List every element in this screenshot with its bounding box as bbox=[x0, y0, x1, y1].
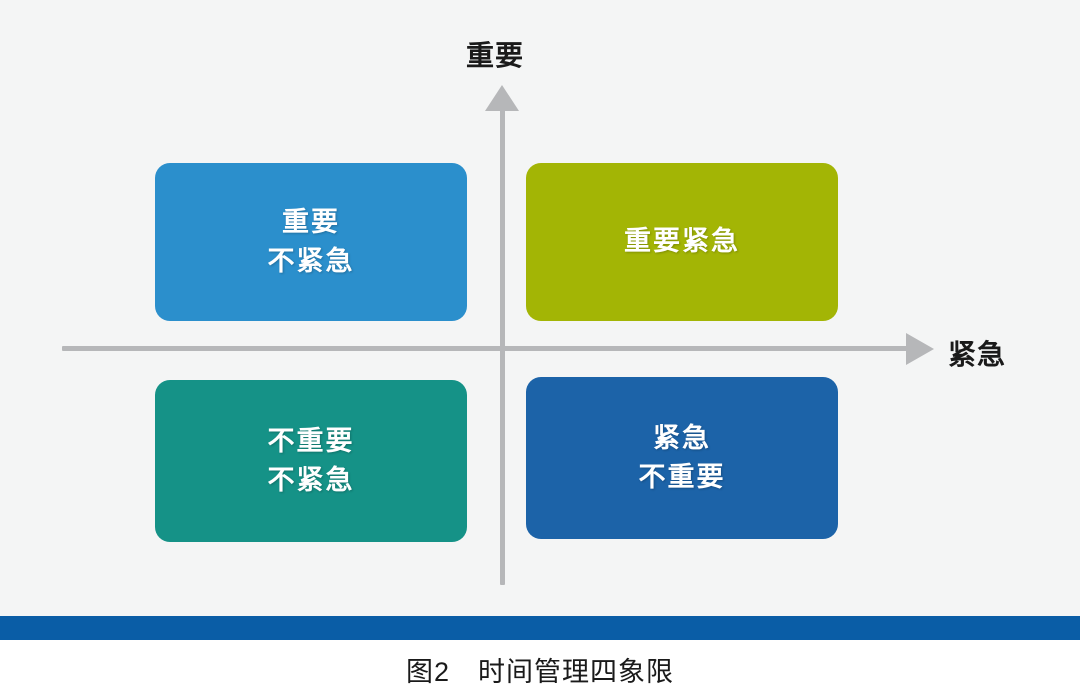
bottom-rule bbox=[0, 616, 1080, 640]
axis-label-urgent: 紧急 bbox=[948, 339, 1007, 370]
quadrant-important-not-urgent[interactable]: 重要 不紧急 bbox=[155, 163, 467, 321]
quadrant-urgent-not-important[interactable]: 紧急 不重要 bbox=[526, 377, 838, 539]
horizontal-axis-line bbox=[62, 346, 912, 351]
quadrant-important-urgent[interactable]: 重要紧急 bbox=[526, 163, 838, 321]
figure-caption: 图2 时间管理四象限 bbox=[405, 657, 675, 687]
arrow-right-icon bbox=[906, 333, 934, 365]
figure-canvas: 重要 紧急 重要 不紧急 重要紧急 不重要 不紧急 紧急 不重要 bbox=[0, 0, 1080, 616]
quadrant-label-line: 重要紧急 bbox=[624, 226, 740, 257]
quadrant-not-important-not-urgent[interactable]: 不重要 不紧急 bbox=[155, 380, 467, 542]
quadrant-label-line: 紧急 bbox=[653, 422, 711, 453]
vertical-axis-line bbox=[500, 104, 505, 585]
axis-label-important: 重要 bbox=[466, 40, 525, 71]
quadrant-label-line: 不紧急 bbox=[267, 246, 355, 276]
quadrant-label-line: 不重要 bbox=[267, 425, 355, 456]
quadrant-label-line: 重要 bbox=[282, 206, 340, 237]
arrow-up-icon bbox=[485, 85, 519, 111]
quadrant-label-line: 不重要 bbox=[638, 462, 726, 492]
quadrant-label-line: 不紧急 bbox=[267, 465, 355, 495]
